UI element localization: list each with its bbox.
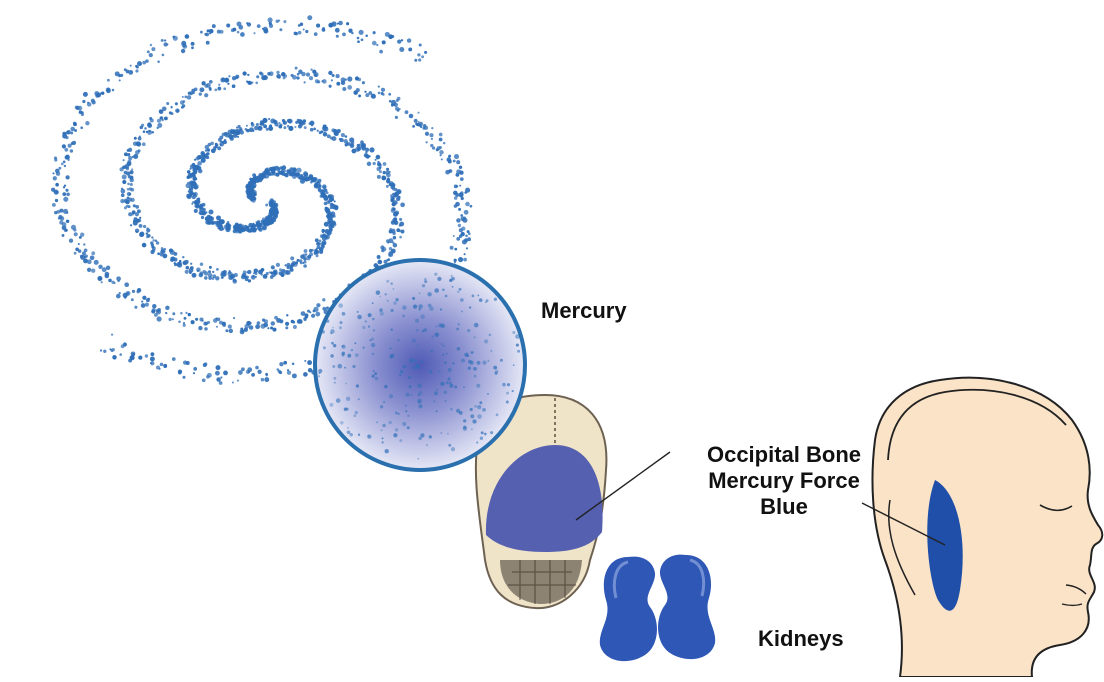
occipital-label-line1: Occipital Bone: [686, 442, 882, 468]
kidneys-icon: [600, 555, 715, 662]
occipital-label-line3: Blue: [686, 494, 882, 520]
head-profile-icon: [872, 378, 1102, 677]
mercury-label: Mercury: [541, 298, 627, 324]
occipital-label: Occipital Bone Mercury Force Blue: [686, 442, 882, 520]
mercury-sphere-icon: [315, 260, 525, 470]
occipital-label-line2: Mercury Force: [686, 468, 882, 494]
kidneys-label: Kidneys: [758, 626, 844, 652]
